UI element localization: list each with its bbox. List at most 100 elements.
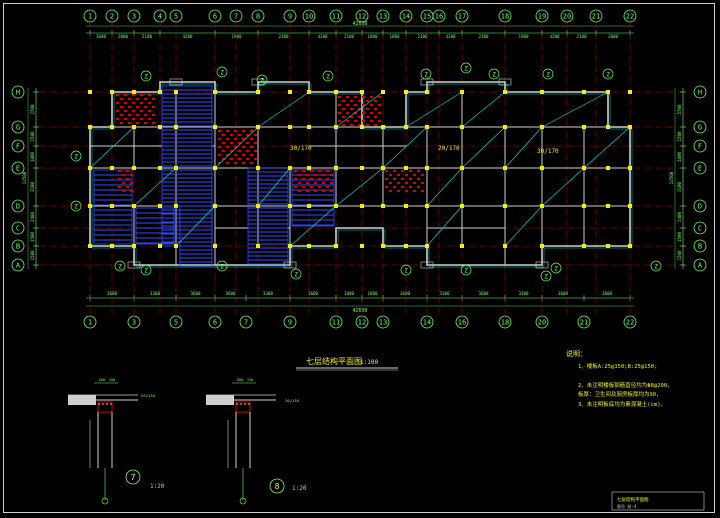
axis-bubble-left-label: G <box>16 124 20 132</box>
wet-area-mark <box>306 182 309 184</box>
wet-area-mark <box>378 96 381 98</box>
wet-area-mark <box>298 190 301 192</box>
structural-column <box>381 125 385 129</box>
wet-area-mark <box>126 170 129 172</box>
section-callout-label: Z <box>554 266 558 273</box>
structural-column <box>256 166 260 170</box>
axis-bubble-right <box>693 239 707 253</box>
slab-direction-line <box>89 126 135 169</box>
slab-direction-line <box>461 91 506 128</box>
structural-column <box>132 244 136 248</box>
structural-column <box>628 204 632 208</box>
wet-area-mark <box>350 108 353 110</box>
opening-mark <box>127 261 141 269</box>
wet-area-mark <box>124 102 127 104</box>
structural-column <box>540 244 544 248</box>
wet-area-mark <box>366 100 369 102</box>
wet-area-mark <box>421 190 424 192</box>
axis-bubble-right-label: F <box>698 143 702 151</box>
section-callout <box>420 68 432 80</box>
detail7-dim: 200 <box>99 378 105 382</box>
detail7-note: 20/130 <box>141 393 155 398</box>
wet-area-mark <box>358 124 361 126</box>
section-callout <box>256 74 268 86</box>
structural-column <box>606 166 610 170</box>
wet-area-mark <box>362 120 365 122</box>
section-callout <box>70 200 82 212</box>
detail7-callout <box>125 469 141 485</box>
detail-8-number: 8 <box>275 482 280 491</box>
detail-7-scale: 1:20 <box>150 483 165 490</box>
structural-column <box>174 90 178 94</box>
wet-area-mark <box>238 150 241 152</box>
wet-area-mark <box>230 142 233 144</box>
dim-value: 3100 <box>677 181 682 192</box>
wet-area-mark <box>152 106 155 108</box>
wet-area-mark <box>140 102 143 104</box>
wet-area-mark <box>310 170 313 172</box>
wet-area-mark <box>132 118 135 120</box>
structural-column <box>425 90 429 94</box>
wet-area-mark <box>128 114 131 116</box>
wet-area-mark <box>118 170 121 172</box>
wet-area-mark <box>354 120 357 122</box>
section-callout-label: Z <box>464 268 468 275</box>
structural-column <box>307 244 311 248</box>
structural-column <box>360 125 364 129</box>
axis-bubble-right-label: A <box>698 262 703 270</box>
wet-area-mark <box>130 182 133 184</box>
wet-area-mark <box>306 190 309 192</box>
wet-area-mark <box>405 174 408 176</box>
axis-bubble-top-label: 5 <box>174 13 178 21</box>
wet-area-mark <box>136 98 139 100</box>
axis-bubble-top-label: 21 <box>592 13 600 21</box>
axis-bubble-left <box>11 221 25 235</box>
axis-bubble-top-label: 13 <box>379 13 387 21</box>
section-callout <box>540 270 552 282</box>
wet-area-mark <box>393 186 396 188</box>
wet-area-mark <box>358 100 361 102</box>
structural-column <box>628 166 632 170</box>
axis-bubble-top-label: 1 <box>88 13 92 21</box>
wet-area-mark <box>326 170 329 172</box>
section-callout <box>550 262 562 274</box>
axis-bubble-bottom-label: 6 <box>213 319 217 327</box>
structural-column <box>174 166 178 170</box>
axis-bubble-top-label: 15 <box>423 13 431 21</box>
section-callout-label: Z <box>424 72 428 79</box>
wet-area-mark <box>342 124 345 126</box>
structural-column <box>582 204 586 208</box>
wet-area-mark <box>242 130 245 132</box>
wet-area-mark <box>310 178 313 180</box>
svg-text:2、未注明楼板钢筋直径均为Φ8@200，: 2、未注明楼板钢筋直径均为Φ8@200， <box>578 381 673 389</box>
section-callout-label: Z <box>220 70 224 77</box>
wet-area-mark <box>132 94 135 96</box>
structural-column <box>606 244 610 248</box>
wet-area-mark <box>148 110 151 112</box>
wet-area-mark <box>234 130 237 132</box>
dim-value: 4200 <box>549 34 560 39</box>
structural-column <box>158 244 162 248</box>
detail7-rebar <box>98 403 100 405</box>
structural-column <box>88 166 92 170</box>
axis-bubble-bottom <box>577 315 591 329</box>
wet-area-mark <box>310 186 313 188</box>
wet-area-mark <box>409 186 412 188</box>
structural-column <box>404 166 408 170</box>
wet-area-mark <box>378 112 381 114</box>
wet-area-mark <box>120 98 123 100</box>
detail8-beam <box>235 401 251 413</box>
dim-value: 1900 <box>518 34 529 39</box>
axis-bubble-bottom <box>329 315 343 329</box>
wet-area-mark <box>397 174 400 176</box>
axis-bubble-bottom-label: 3 <box>132 319 136 327</box>
axis-bubble-right <box>693 139 707 153</box>
structural-column <box>503 244 507 248</box>
detail7-axis-bubble <box>101 497 109 505</box>
axis-bubble-left-label: F <box>16 143 20 151</box>
wet-area-mark <box>226 154 229 156</box>
detail8-dim: 200 <box>237 378 243 382</box>
